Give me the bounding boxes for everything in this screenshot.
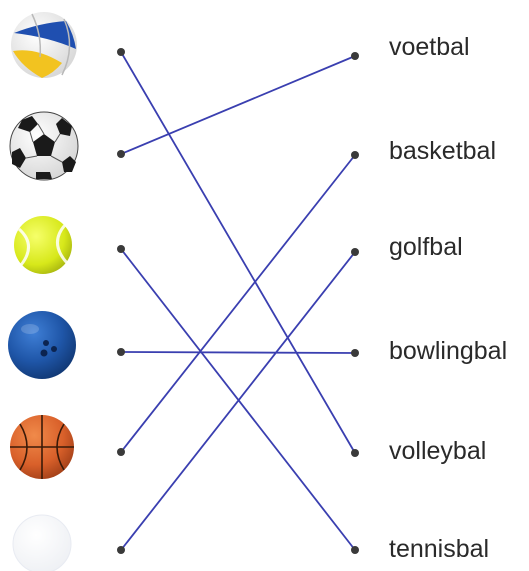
left-dot-5[interactable] <box>117 448 125 456</box>
left-dot-1[interactable] <box>117 48 125 56</box>
right-dot-4[interactable] <box>351 349 359 357</box>
connection-line-5 <box>120 154 356 453</box>
right-dot-5[interactable] <box>351 449 359 457</box>
word-bowlingbal: bowlingbal <box>389 337 508 365</box>
golf-ball-icon <box>12 514 72 571</box>
right-dot-6[interactable] <box>351 546 359 554</box>
word-golfbal: golfbal <box>389 233 463 261</box>
connection-line-3 <box>120 248 356 551</box>
word-tennisbal: tennisbal <box>389 535 490 563</box>
left-dot-6[interactable] <box>117 546 125 554</box>
word-volleybal: volleybal <box>389 437 487 465</box>
left-dot-4[interactable] <box>117 348 125 356</box>
bowling-ball-icon <box>8 311 76 379</box>
right-dot-1[interactable] <box>351 52 359 60</box>
basketball-icon <box>10 415 74 479</box>
right-dot-3[interactable] <box>351 248 359 256</box>
tennis-ball-icon <box>14 216 72 274</box>
left-dot-2[interactable] <box>117 150 125 158</box>
word-voetbal: voetbal <box>389 33 470 61</box>
connection-line-2 <box>120 55 356 155</box>
connection-line-1 <box>120 51 356 454</box>
connection-line-4 <box>120 351 356 354</box>
word-basketbal: basketbal <box>389 137 497 165</box>
connection-line-6 <box>120 251 356 551</box>
volleyball-icon <box>11 12 77 78</box>
left-dot-3[interactable] <box>117 245 125 253</box>
soccer-ball-icon <box>9 111 79 181</box>
right-dot-2[interactable] <box>351 151 359 159</box>
